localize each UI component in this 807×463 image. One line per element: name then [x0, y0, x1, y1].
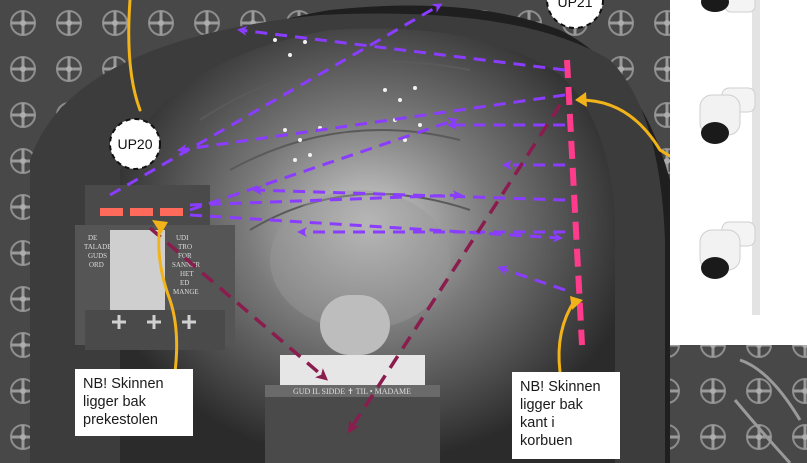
- note-chancel-arch: NB! Skinnen ligger bak kant i korbuen: [512, 372, 620, 459]
- pulpit-text: GUDS: [88, 252, 107, 260]
- pulpit-text: HET: [180, 270, 194, 278]
- note-line: NB! Skinnen: [520, 378, 612, 396]
- pulpit-text: TRO: [178, 243, 192, 251]
- note-line: korbuen: [520, 432, 612, 450]
- note-pulpit: NB! Skinnen ligger bak prekestolen: [75, 369, 193, 436]
- note-line: kant i: [520, 414, 612, 432]
- pulpit-text: TALADE: [84, 243, 111, 251]
- altar-rail-text: GUD IL SIDDE ✝ TIL • MADAME: [293, 387, 411, 396]
- note-line: prekestolen: [83, 411, 185, 429]
- badge-up20: UP20: [110, 119, 160, 169]
- pulpit-text: SANNER: [172, 261, 200, 269]
- badge-label: UP20: [117, 136, 152, 152]
- pulpit-text: ED: [180, 279, 189, 287]
- pulpit-rail-marks: [100, 208, 183, 216]
- note-line: ligger bak: [83, 393, 185, 411]
- pulpit-text: DE: [88, 234, 97, 242]
- pulpit-text: ORD: [89, 261, 104, 269]
- spotlight-icon: [701, 0, 755, 12]
- note-line: ligger bak: [520, 396, 612, 414]
- badge-label: UP21: [557, 0, 592, 10]
- fixture-inset: [670, 0, 807, 345]
- note-line: NB! Skinnen: [83, 375, 185, 393]
- pulpit-text: UDI: [176, 234, 189, 242]
- pulpit-text: MANGE: [173, 288, 199, 296]
